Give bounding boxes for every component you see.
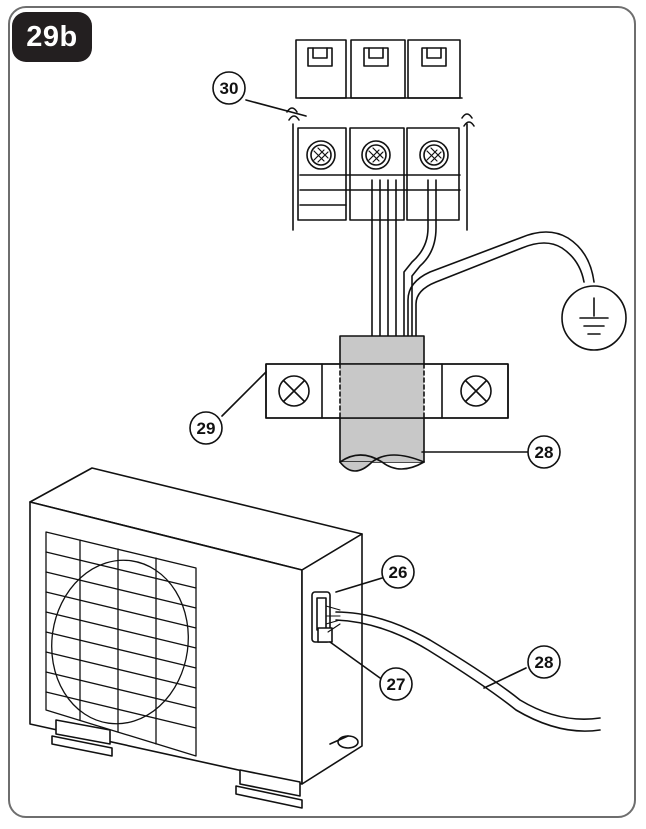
callout-label: 28 [535,653,554,672]
fan-grille [45,531,197,757]
terminal-bottom-row [292,123,468,231]
terminal-top-row [295,39,463,99]
callout-28-top: 28 [421,435,561,469]
cross-screw-icon [460,375,492,407]
unit-foot-right [235,769,303,809]
callout-27: 27 [329,641,413,701]
callout-label: 26 [389,563,408,582]
callout-label: 28 [535,443,554,462]
figure-frame [8,6,636,818]
callout-28-bottom: 28 [483,645,561,689]
unit-foot-left [51,719,113,757]
screw-icon [306,140,336,170]
wires [371,179,595,339]
break-mark-right [461,113,475,127]
callout-label: 30 [220,79,239,98]
callout-label: 29 [197,419,216,438]
screw-icon [361,140,391,170]
callout-26: 26 [335,555,415,593]
terminal-block [286,39,475,231]
callout-30: 30 [212,71,307,117]
outdoor-unit [29,467,363,809]
cross-screw-icon [278,375,310,407]
cable-clamp-assembly [265,335,509,472]
callout-label: 27 [387,675,406,694]
figure-badge: 29b [12,12,92,62]
callout-29: 29 [189,371,267,445]
outdoor-cable [325,605,601,732]
ground-icon [561,285,627,351]
screw-icon [419,140,449,170]
